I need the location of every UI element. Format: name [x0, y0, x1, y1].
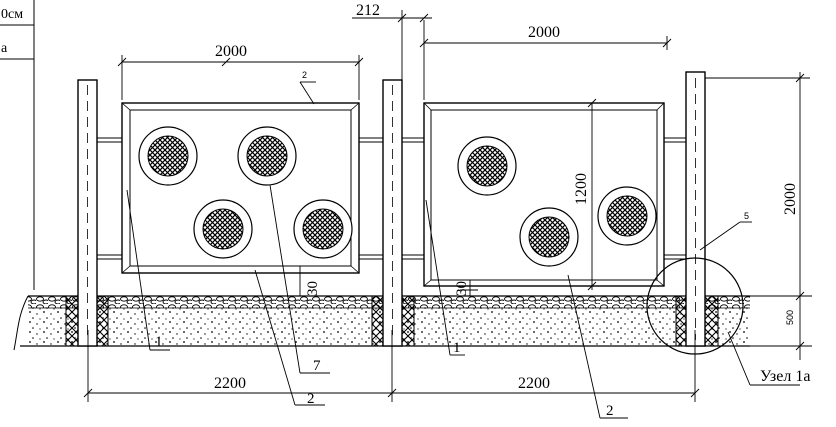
callout-node: Узел 1а [760, 368, 810, 385]
callout-5: 5 [744, 211, 749, 221]
dim-30-right: 30 [454, 281, 470, 296]
panel-right [423, 102, 665, 287]
dim-500: 500 [785, 310, 795, 325]
dim-2000-right: 2000 [528, 24, 560, 41]
dim-2200-right: 2200 [518, 375, 550, 392]
mesh-circles-right [457, 136, 657, 267]
dim-2000-left: 2000 [215, 43, 247, 60]
panel-left [121, 102, 360, 274]
dim-30-left: 30 [305, 281, 321, 296]
posts [77, 71, 706, 347]
corner-title-block: 0см а [0, 0, 35, 290]
callout-7: 7 [313, 358, 321, 374]
callout-2-bottom-right: 2 [606, 403, 614, 419]
dim-2000-vertical: 2000 [782, 183, 799, 215]
mesh-circles-left [138, 126, 353, 259]
corner-text-2: а [1, 41, 8, 56]
dimension-lines [83, 10, 812, 402]
rails [97, 137, 686, 260]
callout-1-right: 1 [453, 340, 461, 356]
callout-2-bottom-left: 2 [307, 391, 315, 407]
dim-1200: 1200 [573, 173, 590, 205]
dim-2200-left: 2200 [214, 375, 246, 392]
corner-text-1: 0см [1, 7, 23, 22]
callout-2-top: 2 [302, 70, 307, 80]
dim-212: 212 [356, 2, 380, 19]
leader-lines [126, 81, 800, 419]
callout-1-left: 1 [155, 334, 163, 350]
